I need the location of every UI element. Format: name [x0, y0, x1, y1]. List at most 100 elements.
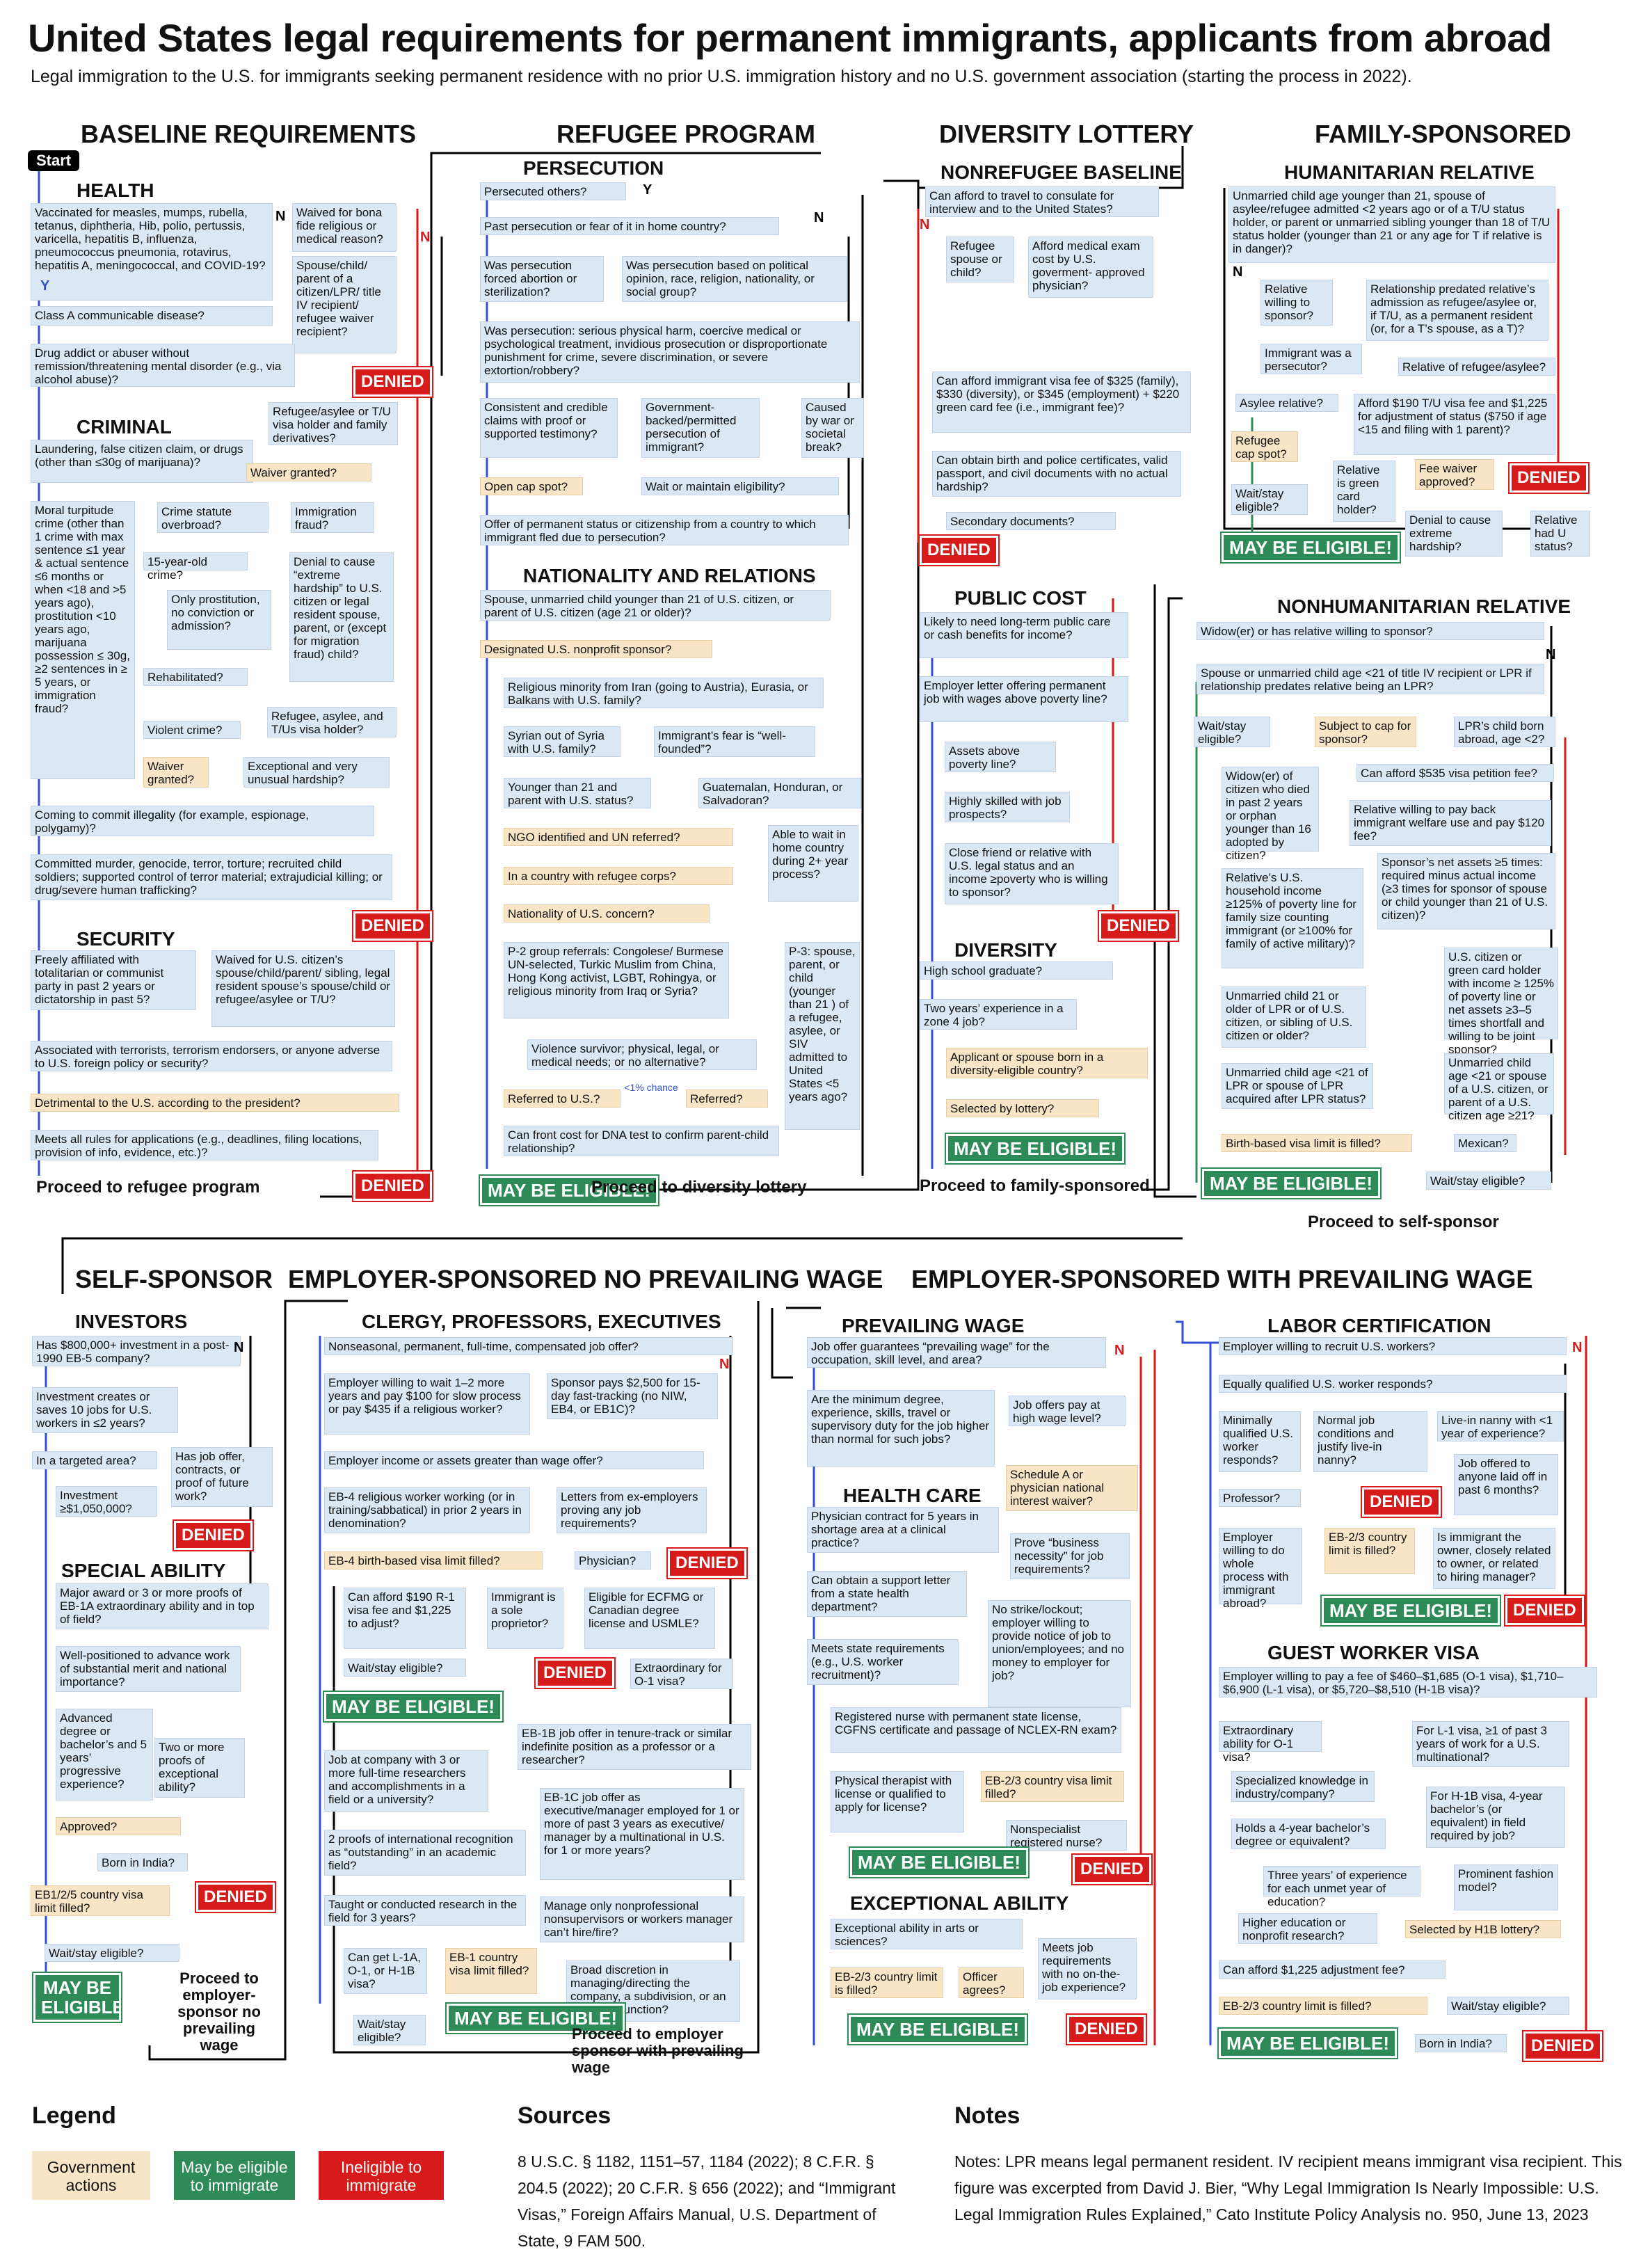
decision-box: Close friend or relative with U.S. legal…: [945, 843, 1119, 904]
sec-nationality: NATIONALITY AND RELATIONS: [523, 565, 816, 586]
col-diversity: DIVERSITY LOTTERY: [939, 120, 1194, 148]
gov-action-box: EB-2/3 country limit is filled?: [1219, 1997, 1427, 2015]
proceed-to-self: Proceed to self-sponsor: [1308, 1213, 1499, 1231]
eligible-badge: MAY BE ELIGIBLE!: [322, 1691, 504, 1723]
decision-box: Vaccinated for measles, mumps, rubella, …: [31, 203, 273, 301]
decision-box: Minimally qualified U.S. worker responds…: [1219, 1411, 1301, 1472]
col-emp-no: EMPLOYER-SPONSORED NO PREVAILING WAGE: [288, 1265, 883, 1293]
gov-action-box: Referred?: [686, 1089, 768, 1108]
decision-box: Can afford $535 visa petition fee?: [1356, 764, 1554, 782]
decision-box: P-3: spouse, parent, or child (younger t…: [785, 942, 860, 1130]
eligible-label: MAY BE ELIGIBLE!: [1329, 1600, 1493, 1621]
decision-box: EB-4 religious worker working (or in tra…: [324, 1487, 530, 1533]
chart-title: United States legal requirements for per…: [28, 16, 1552, 60]
legend-gov: Government actions: [32, 2151, 150, 2200]
gov-action-box: Nationality of U.S. concern?: [504, 904, 710, 923]
col-refugee: REFUGEE PROGRAM: [557, 120, 816, 148]
denied-badge: DENIED: [352, 910, 433, 942]
decision-box: Drug addict or abuser without remission/…: [31, 344, 295, 387]
gov-action-box: Selected by lottery?: [946, 1099, 1099, 1117]
sources-title: Sources: [518, 2102, 611, 2129]
no-marker: N: [420, 230, 431, 245]
eligible-badge: MAY BE ELIGIBLE!: [944, 1133, 1126, 1165]
sec-investors: INVESTORS: [75, 1311, 188, 1332]
sec-security: SECURITY: [77, 928, 175, 950]
eligible-badge: MAY BE ELIGIBLE!: [1219, 532, 1402, 564]
decision-box: Exceptional ability in arts or sciences?: [831, 1919, 1023, 1949]
decision-box: Normal job conditions and justify live-i…: [1313, 1411, 1427, 1472]
eligible-label: MAY BE ELIGIBLE!: [1226, 2033, 1390, 2054]
gov-action-box: Refugee cap spot?: [1231, 431, 1298, 462]
decision-box: Job offers pay at high wage level?: [1009, 1396, 1126, 1426]
decision-box: Can afford immigrant visa fee of $325 (f…: [932, 372, 1191, 433]
decision-box: Religious minority from Iran (going to A…: [504, 678, 824, 708]
decision-box: Wait/stay eligible?: [353, 2015, 426, 2045]
decision-box: Eligible for ECFMG or Canadian degree li…: [584, 1588, 715, 1649]
decision-box: Professor?: [1219, 1489, 1301, 1507]
no-marker: N: [719, 1357, 730, 1372]
eligible-badge: MAY BE ELIGIBLE!: [1217, 2027, 1399, 2059]
decision-box: Wait/stay eligible?: [45, 1944, 179, 1962]
decision-box: Relative had U status?: [1530, 511, 1590, 557]
no-marker: N: [234, 1340, 244, 1355]
sec-labor: LABOR CERTIFICATION: [1267, 1315, 1491, 1336]
decision-box: Well-positioned to advance work of subst…: [56, 1646, 241, 1692]
decision-box: Job offered to anyone laid off in past 6…: [1454, 1454, 1558, 1515]
eligible-badge: MAY BE ELIGIBLE!: [1320, 1595, 1502, 1627]
eligible-label: MAY BE ELIGIBLE!: [954, 1138, 1117, 1159]
decision-box: Wait or maintain eligibility?: [641, 477, 839, 495]
decision-box: Denial to cause “extreme hardship” to U.…: [289, 552, 394, 682]
decision-box: Wait/stay eligible?: [1194, 717, 1270, 747]
col-baseline: BASELINE REQUIREMENTS: [81, 120, 417, 148]
decision-box: Equally qualified U.S. worker responds?: [1219, 1375, 1567, 1393]
gov-action-box: NGO identified and UN referred?: [504, 828, 733, 846]
decision-box: Holds a 4-year bachelor’s degree or equi…: [1231, 1819, 1386, 1849]
chance-note: <1% chance: [624, 1082, 678, 1093]
decision-box: Born in India?: [1415, 2034, 1507, 2052]
decision-box: Job at company with 3 or more full-time …: [324, 1750, 488, 1812]
sec-health-care: HEALTH CARE: [843, 1485, 982, 1506]
decision-box: For L-1 visa, ≥1 of past 3 years of work…: [1412, 1721, 1569, 1767]
decision-box: Wait/stay eligible?: [1447, 1997, 1569, 2015]
decision-box: Unmarried child age younger than 21, spo…: [1228, 186, 1555, 263]
decision-box: Physician?: [575, 1551, 651, 1570]
decision-box: Employer willing to pay a fee of $460–$1…: [1219, 1667, 1597, 1698]
decision-box: Taught or conducted research in the fiel…: [324, 1895, 526, 1926]
decision-box: Employer willing to recruit U.S. workers…: [1219, 1337, 1567, 1355]
decision-box: Extraordinary for O-1 visa?: [630, 1659, 733, 1689]
gov-action-box: EB-4 birth-based visa limit filled?: [324, 1551, 543, 1570]
yes-marker: Y: [643, 182, 653, 198]
decision-box: Crime statute overbroad?: [157, 502, 269, 533]
decision-box: Widow(er) or has relative willing to spo…: [1196, 622, 1544, 640]
decision-box: Waived for U.S. citizen’s spouse/child/p…: [211, 950, 395, 1027]
decision-box: Three years’ of experience for each unme…: [1263, 1866, 1420, 1908]
decision-box: Rehabilitated?: [143, 668, 248, 686]
denied-badge: DENIED: [666, 1547, 748, 1579]
decision-box: Consistent and credible claims with proo…: [480, 398, 618, 458]
decision-box: Major award or 3 or more proofs of EB-1A…: [56, 1583, 269, 1629]
col-self: SELF-SPONSOR: [75, 1265, 273, 1293]
sec-exceptional: EXCEPTIONAL ABILITY: [850, 1892, 1069, 1914]
gov-action-box: EB-2/3 country limit is filled?: [1324, 1528, 1415, 1574]
eligible-badge: MAY BE ELIGIBLE!: [478, 1174, 660, 1206]
decision-box: Highly skilled with job prospects?: [945, 792, 1070, 822]
denied-badge: DENIED: [352, 1170, 433, 1202]
denied-badge: DENIED: [918, 534, 1000, 566]
decision-box: Nonseasonal, permanent, full-time, compe…: [324, 1337, 733, 1355]
decision-box: Offer of permanent status or citizenship…: [480, 515, 849, 545]
yes-marker: Y: [40, 278, 50, 294]
decision-box: Can front cost for DNA test to confirm p…: [504, 1126, 779, 1156]
decision-box: Refugee spouse or child?: [946, 237, 1014, 282]
decision-box: Immigrant is a sole proprietor?: [487, 1588, 563, 1649]
decision-box: Are the minimum degree, experience, skil…: [807, 1390, 995, 1467]
decision-box: EB-1B job offer in tenure-track or simil…: [518, 1724, 751, 1770]
decision-box: Prominent fashion model?: [1454, 1864, 1558, 1910]
decision-box: Relative of refugee/asylee?: [1398, 358, 1555, 376]
decision-box: Can obtain a support letter from a state…: [807, 1571, 967, 1617]
decision-box: Refugee, asylee, and T/Us visa holder?: [267, 707, 397, 737]
denied-badge: DENIED: [1504, 1595, 1585, 1627]
chart-subtitle: Legal immigration to the U.S. for immigr…: [31, 67, 1412, 86]
decision-box: 2 proofs of international recognition as…: [324, 1830, 526, 1876]
decision-box: Spouse, unmarried child younger than 21 …: [480, 590, 831, 621]
gov-action-box: Subject to cap for sponsor?: [1315, 717, 1416, 747]
